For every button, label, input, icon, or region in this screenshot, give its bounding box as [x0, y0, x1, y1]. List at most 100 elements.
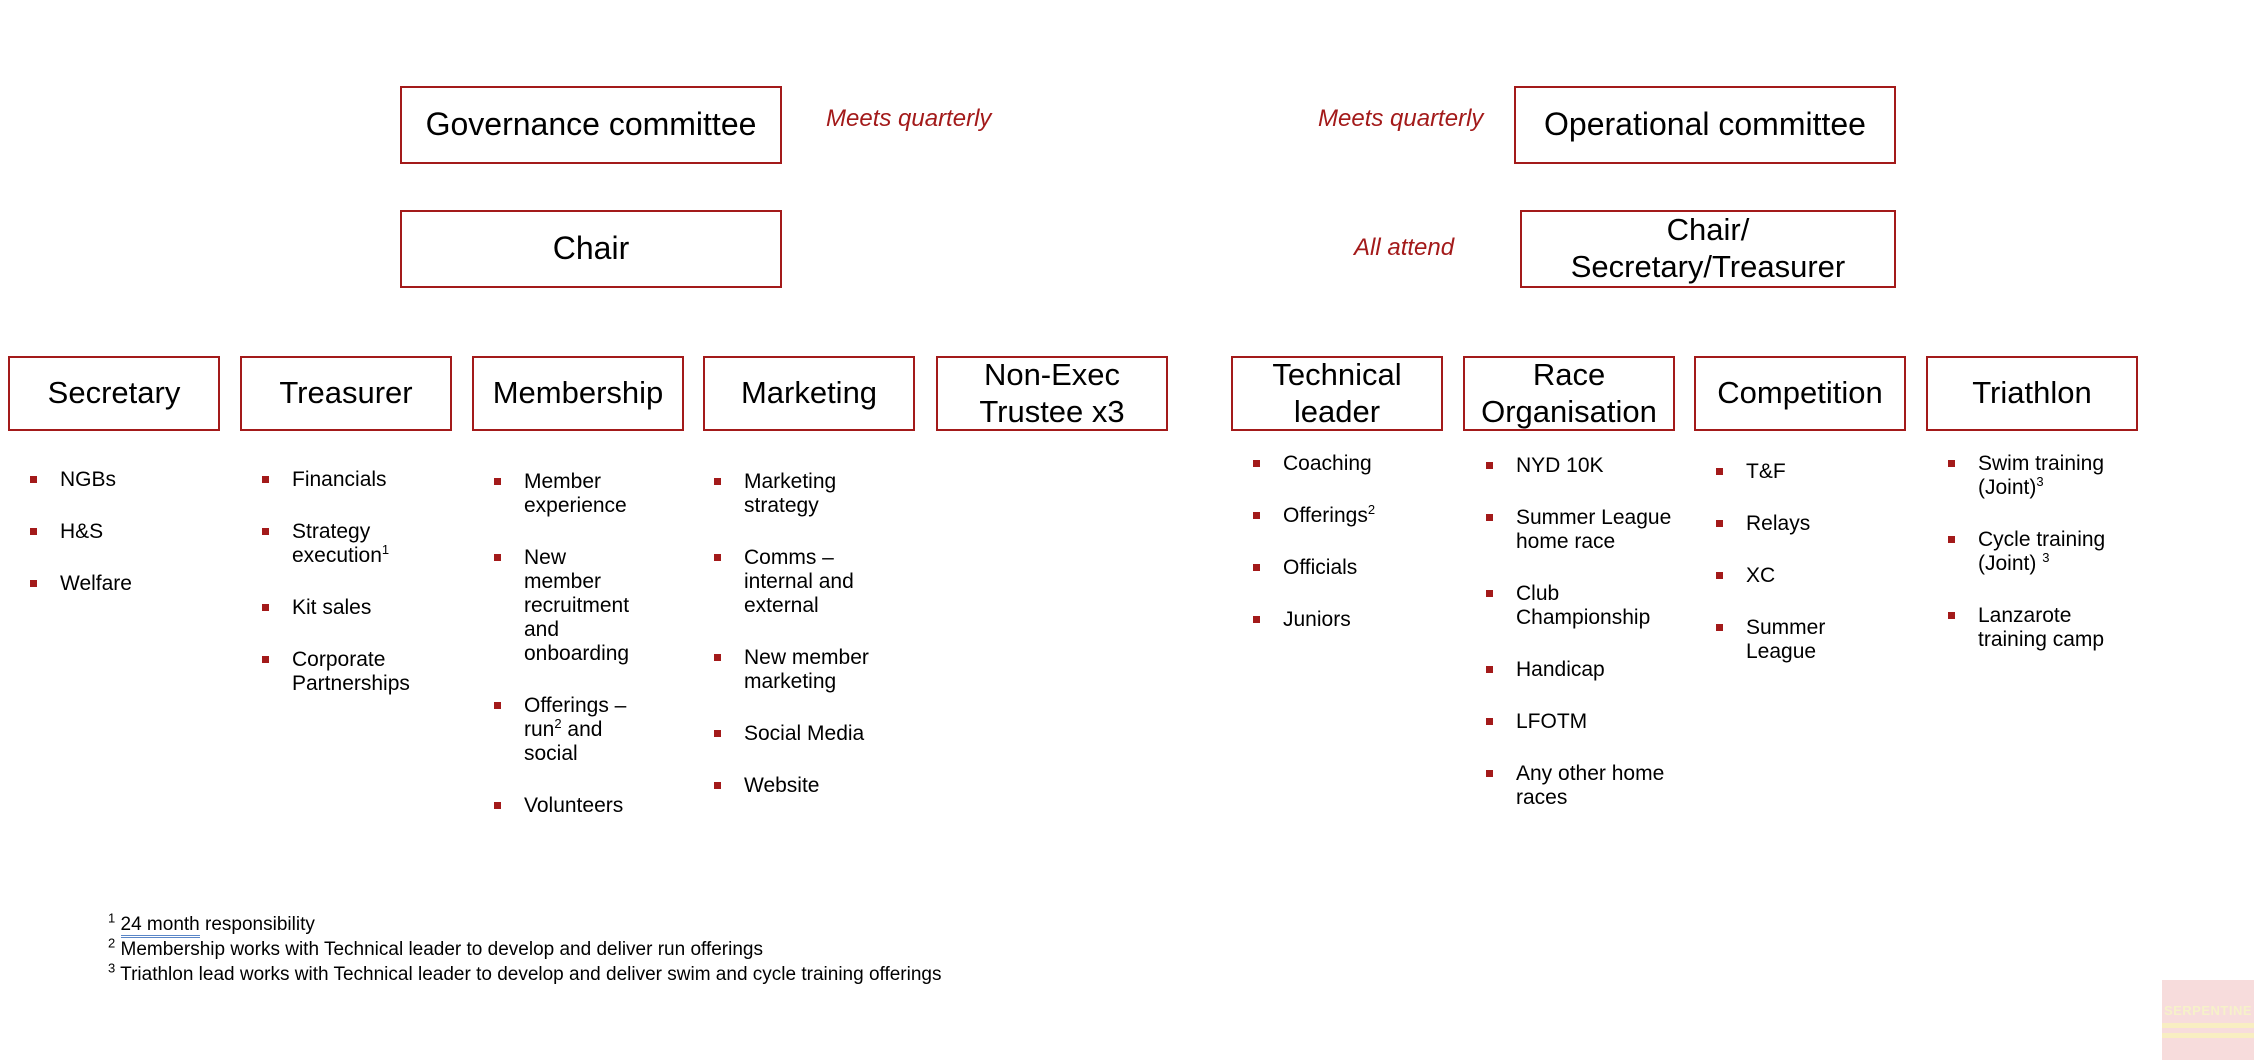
bullet-icon [1253, 512, 1260, 519]
role-title-line2: Organisation [1481, 393, 1657, 429]
role-title-line2: Trustee x3 [979, 393, 1125, 429]
footnote-ref: 2 [554, 716, 562, 731]
chair-box: Chair [400, 210, 782, 288]
bullet-icon [1253, 616, 1260, 623]
role-title-line1: Non-Exec [983, 356, 1121, 392]
list-item: New member marketing [714, 646, 894, 694]
bullet-icon [714, 554, 721, 561]
role-box-triathlon: Triathlon [1926, 356, 2138, 431]
bullet-icon [1486, 770, 1493, 777]
list-item: Social Media [714, 722, 894, 746]
list-item: Relays [1716, 512, 1866, 536]
list-item: New member recruitment and onboarding [494, 546, 644, 666]
bullet-icon [1253, 460, 1260, 467]
bullet-icon [1716, 572, 1723, 579]
footnote-1: 1 24 month responsibility [108, 912, 941, 938]
bullet-icon [494, 702, 501, 709]
logo-stripe [2162, 1022, 2254, 1028]
bullet-icon [494, 802, 501, 809]
footnote-2: 2 Membership works with Technical leader… [108, 935, 763, 960]
list-item: Lanzarote training camp [1948, 604, 2138, 652]
race-list: NYD 10K Summer League home race Club Cha… [1486, 454, 1671, 838]
treasurer-list: Financials Strategy execution1 Kit sales… [262, 468, 442, 724]
bullet-icon [1486, 590, 1493, 597]
membership-list: Member experience New member recruitment… [494, 470, 644, 846]
bullet-icon [714, 730, 721, 737]
list-item: Swim training (Joint)3 [1948, 452, 2138, 500]
bullet-icon [262, 476, 269, 483]
bullet-icon [30, 528, 37, 535]
bullet-icon [1716, 624, 1723, 631]
role-box-marketing: Marketing [703, 356, 915, 431]
bullet-icon [1486, 462, 1493, 469]
bullet-icon [262, 528, 269, 535]
role-title: Marketing [740, 375, 878, 411]
role-title: Secretary [47, 375, 181, 411]
marketing-list: Marketing strategy Comms – internal and … [714, 470, 894, 826]
role-box-secretary: Secretary [8, 356, 220, 431]
secretary-list: NGBs H&S Welfare [30, 468, 210, 624]
bullet-icon [1716, 520, 1723, 527]
bullet-icon [714, 478, 721, 485]
operational-committee-title: Operational committee [1544, 106, 1866, 143]
list-item: Summer League [1716, 616, 1856, 664]
competition-list: T&F Relays XC Summer League [1716, 460, 1866, 692]
list-item: Any other home races [1486, 762, 1666, 810]
governance-committee-box: Governance committee [400, 86, 782, 164]
governance-committee-title: Governance committee [425, 106, 757, 143]
ops-chair-box: Chair/ Secretary/Treasurer [1520, 210, 1896, 288]
operational-committee-box: Operational committee [1514, 86, 1896, 164]
role-title-line1: Technical [1272, 356, 1402, 392]
all-attend-note: All attend [1354, 234, 1455, 261]
role-box-membership: Membership [472, 356, 684, 431]
logo-stripe [2162, 1032, 2254, 1038]
list-item: Member experience [494, 470, 644, 518]
footnote-ref: 2 [1367, 502, 1376, 517]
logo-text: SERPENTINE [2163, 1002, 2253, 1018]
bullet-icon [494, 478, 501, 485]
footnote-underlined: 24 month [120, 914, 200, 938]
ops-chair-title-line2: Secretary/Treasurer [1570, 249, 1846, 284]
bullet-icon [1486, 514, 1493, 521]
role-title-line2: leader [1293, 393, 1381, 429]
bullet-icon [1716, 468, 1723, 475]
role-title: Membership [492, 375, 664, 411]
list-item: Offerings – run2 and social [494, 694, 644, 766]
bullet-icon [494, 554, 501, 561]
list-item: Officials [1253, 556, 1433, 580]
triathlon-list: Swim training (Joint)3 Cycle training (J… [1948, 452, 2128, 680]
footnote-ref: 1 [381, 542, 390, 557]
list-item: Welfare [30, 572, 210, 596]
list-item: Cycle training (Joint) 3 [1948, 528, 2138, 576]
list-item: Summer League home race [1486, 506, 1676, 554]
role-box-non-exec: Non-Exec Trustee x3 [936, 356, 1168, 431]
list-item: Kit sales [262, 596, 442, 620]
bullet-icon [262, 604, 269, 611]
list-item: Website [714, 774, 894, 798]
bullet-icon [30, 580, 37, 587]
list-item: Offerings2 [1253, 502, 1433, 528]
bullet-icon [714, 782, 721, 789]
governance-meets-note: Meets quarterly [826, 105, 992, 132]
list-item: Strategy execution1 [262, 520, 432, 568]
role-title: Competition [1717, 375, 1883, 411]
list-item: NYD 10K [1486, 454, 1666, 478]
chair-title: Chair [552, 230, 630, 267]
list-item: Handicap [1486, 658, 1666, 682]
serpentine-logo: SERPENTINE [2162, 980, 2254, 1060]
footnotes: 1 24 month responsibility 2 Membership w… [108, 912, 941, 987]
bullet-icon [1948, 536, 1955, 543]
role-title-line1: Race [1532, 356, 1606, 392]
role-title: Treasurer [279, 375, 413, 411]
role-box-race: Race Organisation [1463, 356, 1675, 431]
list-item: Marketing strategy [714, 470, 884, 518]
technical-list: Coaching Offerings2 Officials Juniors [1253, 452, 1433, 660]
list-item: Financials [262, 468, 442, 492]
list-item: XC [1716, 564, 1866, 588]
bullet-icon [1948, 612, 1955, 619]
footnote-3: 3 Triathlon lead works with Technical le… [108, 960, 942, 985]
list-item: Comms – internal and external [714, 546, 884, 618]
list-item: NGBs [30, 468, 210, 492]
footnote-ref: 3 [2036, 474, 2044, 489]
list-item: T&F [1716, 460, 1866, 484]
